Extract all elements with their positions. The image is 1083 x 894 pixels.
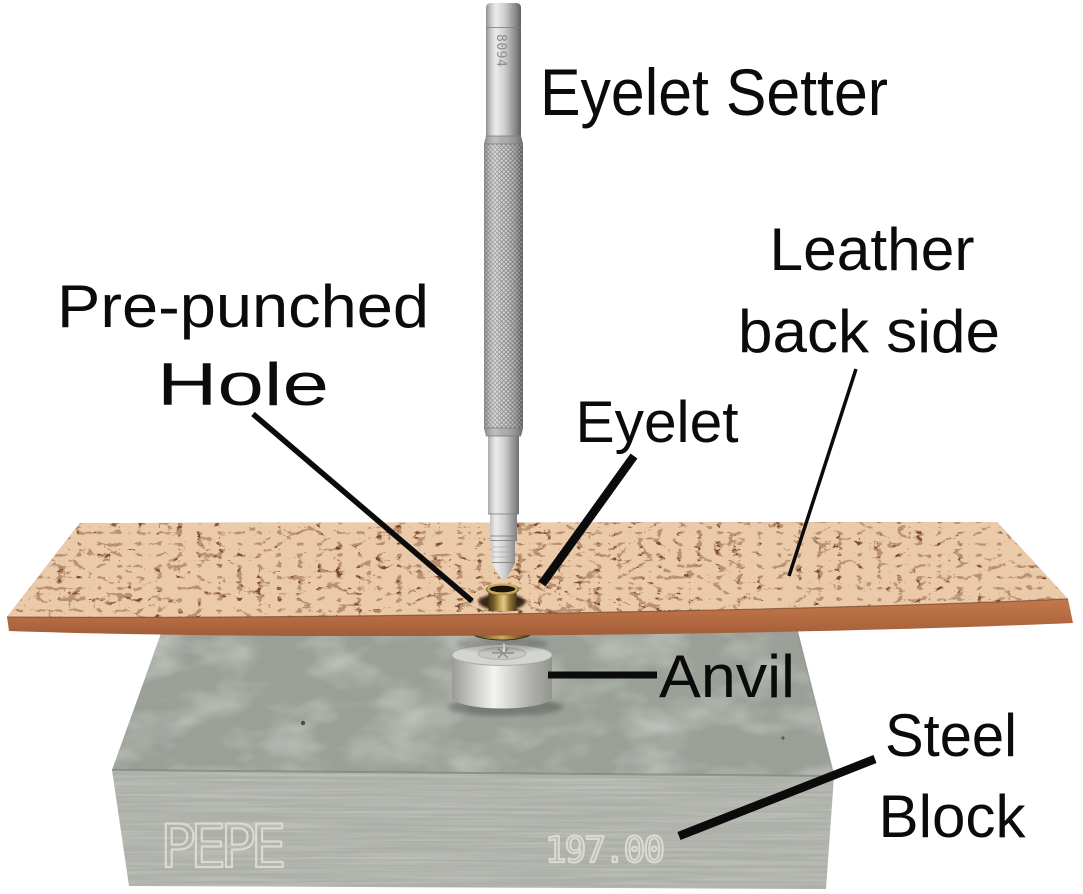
leather-edge-crease bbox=[6, 598, 1069, 618]
leather-light-fibers-2 bbox=[18, 522, 1068, 618]
label-steel-block-line1: Steel bbox=[885, 702, 1017, 769]
tool-cylinder-shading bbox=[484, 3, 523, 579]
tip-rib-lines bbox=[492, 546, 515, 558]
label-eyelet-setter: Eyelet Setter bbox=[540, 55, 888, 129]
tool-number-engraving: 8094 bbox=[493, 34, 508, 67]
block-edge-line bbox=[111, 769, 835, 777]
leather-strip bbox=[6, 522, 1073, 637]
steel-block-leader-line bbox=[677, 755, 877, 840]
leather-leader-line bbox=[787, 368, 858, 577]
leather-top-face bbox=[7, 522, 1068, 618]
flange-cast-shadow bbox=[456, 637, 548, 651]
eyelet-setter-tool: 8094 bbox=[484, 3, 523, 579]
label-leather-line1: Leather bbox=[770, 216, 975, 283]
label-eyelet: Eyelet bbox=[576, 390, 739, 455]
eyelet bbox=[479, 583, 525, 611]
block-speck bbox=[300, 720, 306, 726]
block-brand-engraving: PEPE bbox=[160, 812, 283, 882]
label-anvil: Anvil bbox=[659, 643, 795, 710]
tool-groove-lines bbox=[484, 27, 523, 563]
anvil-body bbox=[452, 655, 552, 709]
leader-lines bbox=[251, 368, 877, 840]
anvil bbox=[447, 643, 563, 716]
label-pre-punched-line2: Hole bbox=[157, 351, 329, 418]
block-speck bbox=[781, 736, 785, 740]
pre-punched-hole-leader-line bbox=[251, 411, 474, 604]
labels: Eyelet Setter Pre-punched Hole Leather b… bbox=[57, 55, 1027, 850]
steel-block-front-face: PEPE 197.00 bbox=[112, 770, 834, 889]
steel-block-front-brushed-dark bbox=[112, 770, 834, 889]
eyelet-leader-line bbox=[538, 453, 638, 587]
eyelet-opening bbox=[487, 583, 518, 595]
block-number-engraving: 197.00 bbox=[545, 830, 663, 871]
label-pre-punched-line1: Pre-punched bbox=[57, 273, 429, 340]
steel-block: PEPE 197.00 bbox=[111, 628, 835, 889]
label-leather-line2: back side bbox=[738, 298, 1000, 365]
block-corner-line bbox=[796, 629, 835, 777]
label-steel-block-line2: Block bbox=[879, 783, 1027, 850]
